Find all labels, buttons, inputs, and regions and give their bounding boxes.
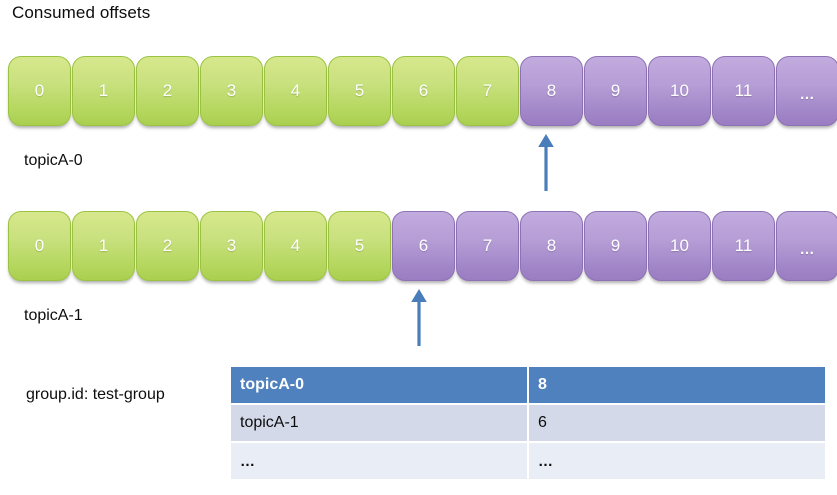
offset-cell[interactable]: … xyxy=(776,211,837,281)
offset-cell[interactable]: 4 xyxy=(264,56,327,126)
offset-cell[interactable]: 7 xyxy=(456,56,519,126)
offset-cell[interactable]: 9 xyxy=(584,56,647,126)
offset-cell[interactable]: 3 xyxy=(200,56,263,126)
group-id-label: group.id: test-group xyxy=(26,386,165,403)
offset-cell[interactable]: 8 xyxy=(520,211,583,281)
offset-cell-label: 5 xyxy=(354,81,365,100)
current-offset-arrow-topicA-1 xyxy=(411,289,427,346)
table-row: topicA-1 6 xyxy=(231,403,825,442)
offset-cell[interactable]: 10 xyxy=(648,56,711,126)
offset-cell-label: 11 xyxy=(734,81,753,100)
table-row: topicA-0 8 xyxy=(231,367,825,404)
table-cell-topic: topicA-0 xyxy=(231,367,529,404)
offset-cell-label: 5 xyxy=(354,236,365,255)
offset-cell-label: 3 xyxy=(226,81,237,100)
partition-label-topicA-1: topicA-1 xyxy=(24,307,83,324)
partition-label-topicA-0: topicA-0 xyxy=(24,152,83,169)
offset-cell-label: 1 xyxy=(98,81,109,100)
offset-cell[interactable]: 6 xyxy=(392,211,455,281)
offset-cell-label: 9 xyxy=(610,81,621,100)
offset-cell[interactable]: 1 xyxy=(72,56,135,126)
offset-cell-label: 8 xyxy=(546,81,557,100)
offset-cell-label: … xyxy=(799,85,816,103)
offset-cell-label: 4 xyxy=(290,236,301,255)
offset-cell-label: 2 xyxy=(162,236,173,255)
current-offset-arrow-topicA-0 xyxy=(538,134,554,191)
offset-strip-topicA-0: 0 1 2 3 4 5 6 7 8 9 10 11 … xyxy=(8,56,837,126)
offset-cell-label: 7 xyxy=(482,81,493,100)
table-cell-topic: … xyxy=(231,441,529,479)
offset-cell-label: 8 xyxy=(546,236,557,255)
offset-cell-label: 10 xyxy=(670,236,689,255)
offset-cell-label: 2 xyxy=(162,81,173,100)
table-cell-offset: 6 xyxy=(528,403,825,442)
offset-cell[interactable]: 6 xyxy=(392,56,455,126)
offset-cell[interactable]: 2 xyxy=(136,56,199,126)
table-cell-offset: … xyxy=(528,441,825,479)
offset-cell-label: … xyxy=(799,240,816,258)
offset-cell[interactable]: 10 xyxy=(648,211,711,281)
offset-cell-label: 9 xyxy=(610,236,621,255)
committed-offsets-table: topicA-0 8 topicA-1 6 … … xyxy=(231,367,825,479)
offset-cell-label: 4 xyxy=(290,81,301,100)
offset-cell[interactable]: 5 xyxy=(328,211,391,281)
offset-cell[interactable]: 0 xyxy=(8,211,71,281)
offset-cell[interactable]: 2 xyxy=(136,211,199,281)
page-title: Consumed offsets xyxy=(12,3,151,22)
offset-cell-label: 0 xyxy=(34,236,45,255)
offset-cell-label: 6 xyxy=(418,236,429,255)
offset-cell-label: 0 xyxy=(34,81,45,100)
table-cell-offset: 8 xyxy=(528,367,825,404)
offset-cell-label: 3 xyxy=(226,236,237,255)
offset-cell[interactable]: 11 xyxy=(712,211,775,281)
offset-cell-label: 7 xyxy=(482,236,493,255)
offset-cell-label: 6 xyxy=(418,81,429,100)
offset-cell[interactable]: 11 xyxy=(712,56,775,126)
offset-cell[interactable]: 3 xyxy=(200,211,263,281)
offset-cell[interactable]: 9 xyxy=(584,211,647,281)
offset-cell[interactable]: 4 xyxy=(264,211,327,281)
table-row: … … xyxy=(231,441,825,479)
offset-cell[interactable]: … xyxy=(776,56,837,126)
offset-cell[interactable]: 7 xyxy=(456,211,519,281)
offset-cell[interactable]: 8 xyxy=(520,56,583,126)
offset-cell-label: 11 xyxy=(734,236,753,255)
offset-cell-label: 1 xyxy=(98,236,109,255)
offset-cell[interactable]: 5 xyxy=(328,56,391,126)
offset-strip-topicA-1: 0 1 2 3 4 5 6 7 8 9 10 11 … xyxy=(8,211,837,281)
offset-cell[interactable]: 0 xyxy=(8,56,71,126)
offset-cell[interactable]: 1 xyxy=(72,211,135,281)
offset-cell-label: 10 xyxy=(670,81,689,100)
table-cell-topic: topicA-1 xyxy=(231,403,529,442)
